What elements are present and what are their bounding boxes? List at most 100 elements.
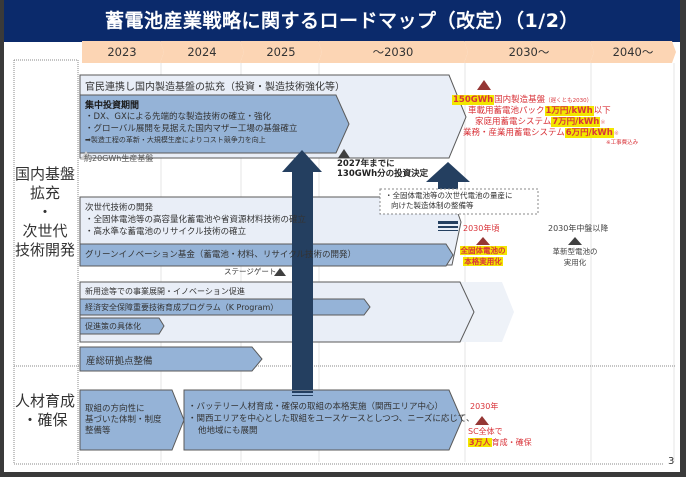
ev-pack-label: 車載用蓄電池パック (468, 106, 545, 116)
arrow2-stripe-3 (438, 230, 458, 231)
talent-main-line-3: 他地域にも展開 (198, 426, 258, 436)
talent-main-text: ・バッテリー人材育成・確保の取組の本格実施（関西エリア中心） ・関西エリアを中心… (188, 401, 474, 437)
timeline-label-to2030: ～2030 (372, 45, 414, 59)
new-use-label: 新用途等での事業展開・イノベーション促進 (85, 287, 245, 296)
home-line: 家庭用蓄電システム7万円/kWh※ (475, 115, 605, 127)
timeline-label-2030on: 2030～ (508, 45, 550, 59)
home-note-mark: ※ (600, 119, 606, 126)
year-2030: 2030年 (470, 402, 499, 411)
marker-innovative (568, 237, 582, 245)
innovative-line-2: 実用化 (563, 258, 587, 267)
target-150-value: 150GWh (452, 95, 495, 105)
marker-stage-gate (274, 268, 286, 276)
solid-state-line-1: 全固体電池の (459, 246, 507, 255)
invest-2027-label: 2027年までに 130GWh分の投資決定 (337, 159, 428, 179)
marker-150gwh (477, 80, 491, 90)
base-20gwh-label: 約20GWh生産基盤 (84, 154, 154, 163)
timeline-label-2040on: 2040～ (612, 45, 654, 59)
green-fund-bar (79, 243, 454, 267)
target-150-line: 150GWh国内製造基盤（遅くとも2030） (452, 93, 592, 105)
talent-main-line-1: ・バッテリー人材育成・確保の取組の本格実施（関西エリア中心） (188, 402, 444, 412)
nextgen-line-1: ・全固体電池等の高容量化蓄電池や省資源材料技術の確立 (85, 215, 307, 225)
nextgen-title: 次世代技術の開発 (85, 203, 154, 213)
fade-chevron-2 (480, 282, 514, 342)
talent-policy-line-3: 整備等 (85, 426, 111, 436)
sc-post: 育成・確保 (491, 438, 532, 447)
focus-investment-bar (79, 94, 350, 154)
row-label-domestic: 国内基盤 拡充 ・ 次世代 技術開発 (14, 165, 75, 259)
arrow-head-2 (426, 162, 470, 182)
ev-pack-line: 車載用蓄電池パック1万円/kWh以下 (468, 104, 611, 116)
timeline-2024 (160, 41, 244, 63)
timeline-label-2025: 2025 (266, 45, 296, 59)
timeline-2030on (464, 41, 594, 63)
green-fund-label: グリーンイノベーション基金（蓄電池・材料、リサイクル技術の開発） (85, 250, 356, 260)
stage-gate-label: ステージゲート (224, 267, 277, 276)
home-label: 家庭用蓄電システム (475, 117, 552, 127)
ev-pack-post: 以下 (593, 106, 611, 116)
arrow-shaft (292, 172, 313, 372)
biz-label: 業務・産業用蓄電システム (463, 128, 565, 138)
innovative-line-1: 革新型電池の (552, 247, 598, 256)
focus-line-2: ・グローバル展開を見据えた国内マザー工場の基盤確立 (85, 124, 298, 134)
solid-state-callout-line-1: ・全固体電池等の次世代電池の量産に (385, 191, 513, 200)
target-150-text: 国内製造基盤 (494, 95, 546, 105)
timeline-label-2023: 2023 (107, 45, 137, 59)
arrow-shaft-lower (292, 372, 313, 390)
timeline-2025 (240, 41, 322, 63)
invest-2027-line-2: 130GWh分の投資決定 (337, 169, 429, 179)
focus-line-1: ・DX、GXによる先端的な製造技術の確立・強化 (85, 112, 272, 122)
focus-title: 集中投資期間 (85, 101, 140, 111)
marker-20gwh (80, 151, 92, 160)
arrow-stripe-2 (292, 395, 313, 396)
biz-value: 6万円/kWh (564, 128, 614, 138)
year-2030-mid: 2030年中盤以降 (548, 224, 609, 233)
talent-policy-bar (79, 389, 185, 451)
k-program-label: 経済安全保障重要技術育成プログラム（K Program） (85, 303, 279, 312)
timeline-2023 (82, 41, 164, 63)
talent-main-line-2: ・関西エリアを中心とした取組をユースケースとしつつ、ニーズに応じて、 (188, 414, 475, 424)
solid-state-callout: ・全固体電池等の次世代電池の量産に 向けた製造体制の整備等 (385, 191, 513, 211)
sc-target: SC全体で 3万人育成・確保 (468, 426, 532, 448)
arrow2-stripe-2 (438, 226, 458, 228)
arrow-head-1 (282, 150, 322, 172)
ev-pack-value: 1万円/kWh (544, 106, 594, 116)
innovative-practical: 革新型電池の 実用化 (549, 246, 601, 268)
aist-label: 産総研拠点整備 (86, 356, 153, 367)
timeline-to2030 (318, 41, 468, 63)
focus-line-3: ➡製造工程の革新・大規模生産によりコスト競争力を向上 (85, 136, 266, 144)
solid-state-callout-box (379, 188, 539, 215)
construction-note: ※工事費込み (606, 140, 639, 146)
solid-state-callout-line-2: 向けた製造体制の整備等 (391, 201, 474, 210)
page-title: 蓄電池産業戦略に関するロードマップ（改定）（1/2） (4, 0, 680, 42)
arrow-stripe-1 (292, 391, 313, 393)
biz-note-mark: ※ (613, 130, 619, 137)
timeline-label-2024: 2024 (187, 45, 217, 59)
marker-solid-state (476, 237, 490, 245)
promotion-label: 促進策の具体化 (85, 322, 141, 331)
row-label-talent: 人材育成 ・確保 (14, 392, 75, 429)
page-number: 3 (668, 456, 675, 467)
sc-total-label: SC全体で (468, 427, 503, 436)
arrow2-stripe-1 (438, 221, 458, 224)
marker-sc-2030 (475, 416, 489, 425)
promotion-bar (79, 317, 165, 335)
timeline-band (82, 41, 676, 63)
sc-value: 3万人 (468, 438, 492, 447)
roadmap-shapes (13, 41, 676, 465)
talent-policy-line-2: 基づいた体制・制度 (85, 415, 162, 425)
nextgen-line-2: ・高水準な蓄電池のリサイクル技術の確立 (85, 227, 247, 237)
year-2030-approx: 2030年頃 (463, 224, 500, 233)
timeline-2040on (590, 41, 676, 63)
invest-2027-line-1: 2027年までに (337, 159, 395, 169)
public-private-label: 官民連携し国内製造基盤の拡充（投資・製造技術強化等） (85, 82, 345, 93)
solid-state-practical: 全固体電池の 本格実用化 (457, 245, 509, 267)
slide: 蓄電池産業戦略に関するロードマップ（改定）（1/2） (4, 0, 680, 472)
home-value: 7万円/kWh (551, 117, 601, 127)
talent-main-bar (183, 389, 463, 451)
target-150-note: （遅くとも2030） (545, 98, 593, 104)
aist-bar (79, 346, 263, 372)
investment-arrow (282, 150, 322, 396)
talent-policy-text: 取組の方向性に 基づいた体制・制度 整備等 (85, 404, 162, 437)
marker-2027 (338, 149, 350, 158)
